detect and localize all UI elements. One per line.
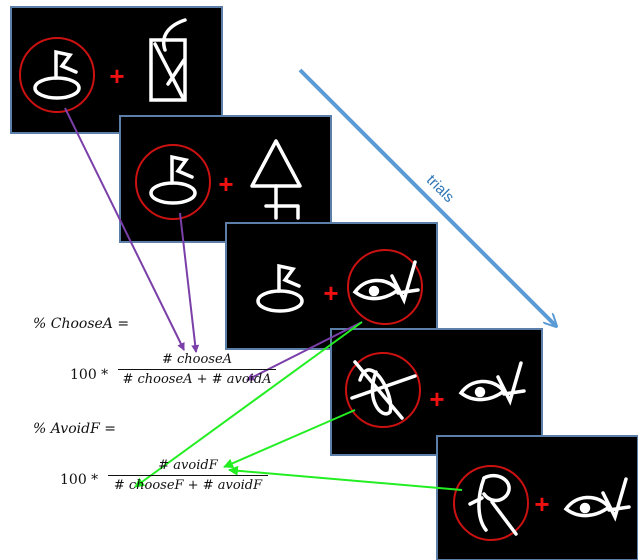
choose-a-multiplier: 100 * <box>70 367 109 383</box>
choose-a-numerator: # chooseA <box>161 352 233 367</box>
trial-frame-5: + <box>436 435 638 560</box>
avoid-f-numerator: # avoidF <box>158 458 218 473</box>
stimulus-a-chosen <box>135 144 211 220</box>
selection-circle <box>135 144 211 220</box>
stimulus-c <box>250 139 302 220</box>
selection-circle <box>345 352 421 428</box>
trials-arrow <box>298 68 556 326</box>
fixation-cross: + <box>534 489 549 519</box>
avoid-f-denominator: # chooseF + # avoidF <box>113 478 263 493</box>
avoid-f-arrows <box>134 321 463 491</box>
fixation-cross: + <box>323 278 338 308</box>
stimulus-e-chosen <box>453 465 529 541</box>
selection-circle <box>453 465 529 541</box>
stimulus-d-chosen <box>345 352 421 428</box>
choose-a-denominator: # chooseA + # avoidA <box>122 372 272 387</box>
stimulus-b <box>149 18 187 102</box>
choose-a-arrows <box>64 107 363 381</box>
stimulus-f <box>458 361 526 406</box>
stimulus-f-avoided <box>347 249 423 325</box>
stimulus-f <box>563 477 631 522</box>
fixation-cross: + <box>429 384 444 414</box>
trial-frame-1: + <box>10 6 223 134</box>
fixation-cross: + <box>109 61 124 91</box>
stimulus-a-chosen <box>19 37 95 113</box>
choose-a-fraction: # chooseA # chooseA + # avoidA <box>118 352 276 387</box>
trial-frame-2: + <box>119 115 332 243</box>
avoid-f-formula-label: % AvoidF = <box>33 421 116 437</box>
avoid-f-fraction: # avoidF # chooseF + # avoidF <box>108 458 268 493</box>
fixation-cross: + <box>218 169 233 199</box>
avoid-f-multiplier: 100 * <box>60 472 99 488</box>
choose-a-formula-label: % ChooseA = <box>33 316 130 332</box>
selection-circle <box>19 37 95 113</box>
stimulus-a <box>256 263 304 313</box>
selection-circle <box>347 249 423 325</box>
